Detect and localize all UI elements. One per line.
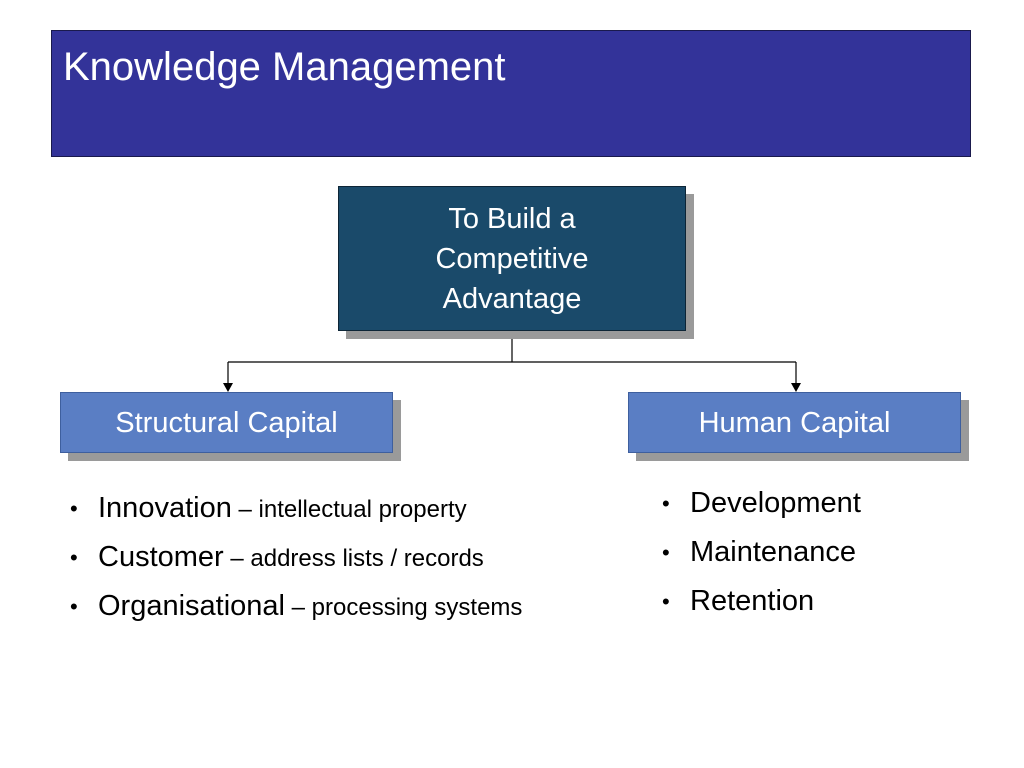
- structural-capital-list: • Innovation – intellectual property • C…: [62, 484, 522, 631]
- item-term: Maintenance: [690, 536, 857, 568]
- item-term: Innovation: [98, 492, 232, 524]
- bullet-icon: •: [662, 589, 670, 614]
- left-arrowhead: [223, 383, 233, 392]
- bullet-icon: •: [70, 545, 78, 570]
- right-arrowhead: [791, 383, 801, 392]
- item-term: Retention: [690, 585, 815, 617]
- list-item: • Development: [654, 479, 861, 528]
- bullet-icon: •: [70, 496, 78, 521]
- list-item: • Retention: [654, 577, 861, 626]
- list-item: • Customer – address lists / records: [62, 533, 522, 582]
- structural-capital-box: Structural Capital: [60, 392, 393, 453]
- root-goal-box: To Build a Competitive Advantage: [338, 186, 686, 331]
- item-term: Organisational: [98, 590, 285, 622]
- list-item: • Organisational – processing systems: [62, 582, 522, 631]
- bullet-icon: •: [70, 594, 78, 619]
- title-bar: Knowledge Management: [51, 30, 971, 157]
- root-goal-line-1: To Build a: [448, 202, 576, 235]
- item-description: – address lists / records: [223, 545, 484, 572]
- root-goal-text: To Build a Competitive Advantage: [379, 199, 645, 319]
- human-capital-label: Human Capital: [698, 406, 891, 439]
- structural-capital-label: Structural Capital: [115, 406, 338, 439]
- list-item: • Maintenance: [654, 528, 861, 577]
- slide-title: Knowledge Management: [63, 45, 506, 89]
- root-goal-line-2: Competitive: [435, 242, 589, 275]
- human-capital-list: • Development • Maintenance • Retention: [654, 479, 861, 626]
- item-description: – intellectual property: [231, 496, 467, 523]
- list-item: • Innovation – intellectual property: [62, 484, 522, 533]
- item-term: Customer: [98, 541, 224, 573]
- bullet-icon: •: [662, 491, 670, 516]
- human-capital-box: Human Capital: [628, 392, 961, 453]
- item-description: – processing systems: [285, 594, 523, 621]
- root-goal-line-3: Advantage: [442, 282, 582, 315]
- item-term: Development: [690, 487, 861, 519]
- bullet-icon: •: [662, 540, 670, 565]
